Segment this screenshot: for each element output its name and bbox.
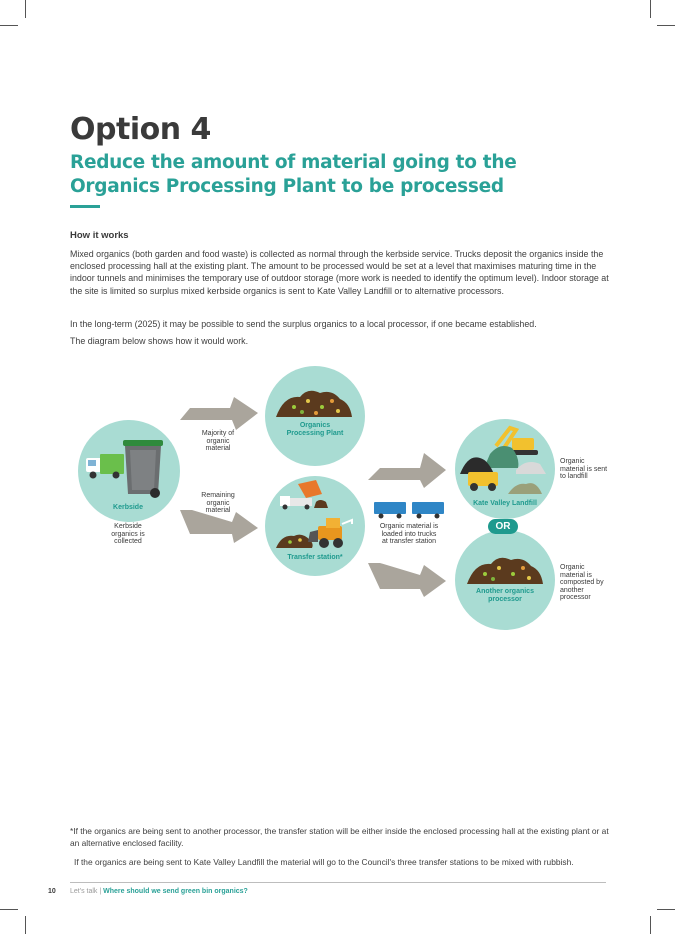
- truck-and-bin-icon: [86, 440, 163, 498]
- kerbside-label: Kerbside: [113, 504, 143, 511]
- footnote: *If the organics are being sent to anoth…: [70, 826, 609, 848]
- crop-mark: [657, 25, 675, 26]
- landfill-note: Organic material is sent to landfill: [560, 458, 608, 480]
- or-badge: OR: [488, 519, 518, 534]
- remaining-note: Remaining organic material: [201, 492, 235, 514]
- body-paragraph: In the long-term (2025) it may be possib…: [70, 319, 537, 329]
- crop-mark: [25, 0, 26, 18]
- processor-note: Organic material is composted by another…: [560, 564, 604, 601]
- footer-rule: [70, 882, 606, 883]
- arrow-up-right: [180, 397, 258, 430]
- compost-pile-icon: [467, 557, 543, 584]
- accent-rule: [70, 205, 100, 208]
- crop-mark: [0, 25, 18, 26]
- crop-mark: [0, 909, 18, 910]
- arrow-to-processor: [368, 563, 446, 597]
- body-paragraph: The diagram below shows how it would wor…: [70, 336, 249, 346]
- body-paragraph: Mixed organics (both garden and food was…: [70, 249, 609, 296]
- processor-label: Another organics processor: [476, 588, 534, 603]
- excavator-landfill-icon: [460, 425, 546, 494]
- crop-mark: [25, 916, 26, 934]
- plant-label: Organics Processing Plant: [286, 422, 344, 437]
- footer-separator: |: [99, 888, 102, 895]
- footer-doc-section: Where should we send green bin organics?: [103, 888, 248, 895]
- crop-mark: [657, 909, 675, 910]
- crop-mark: [650, 916, 651, 934]
- kerbside-note: Kerbside organics is collected: [111, 523, 145, 545]
- landfill-label: Kate Valley Landfill: [473, 500, 537, 507]
- footer-text: Let's talk | Where should we send green …: [70, 888, 248, 895]
- page-number: 10: [48, 888, 56, 895]
- footer-doc-name: Let's talk: [70, 888, 98, 895]
- loaded-note: Organic material is loaded into trucks a…: [379, 523, 439, 545]
- page-title: Option 4: [70, 112, 211, 147]
- arrow-to-landfill: [368, 453, 446, 488]
- arrow-down-right: [180, 510, 258, 543]
- section-heading: How it works: [70, 230, 129, 241]
- crop-mark: [650, 0, 651, 18]
- compost-pile-icon: [276, 390, 352, 417]
- transfer-label: Transfer station*: [287, 554, 343, 561]
- page-subtitle: Reduce the amount of material going to t…: [70, 152, 517, 197]
- majority-note: Majority of organic material: [201, 430, 235, 452]
- tipper-and-loader-icon: [276, 480, 353, 548]
- footnote: If the organics are being sent to Kate V…: [74, 857, 574, 867]
- container-trucks-icon: [374, 502, 444, 519]
